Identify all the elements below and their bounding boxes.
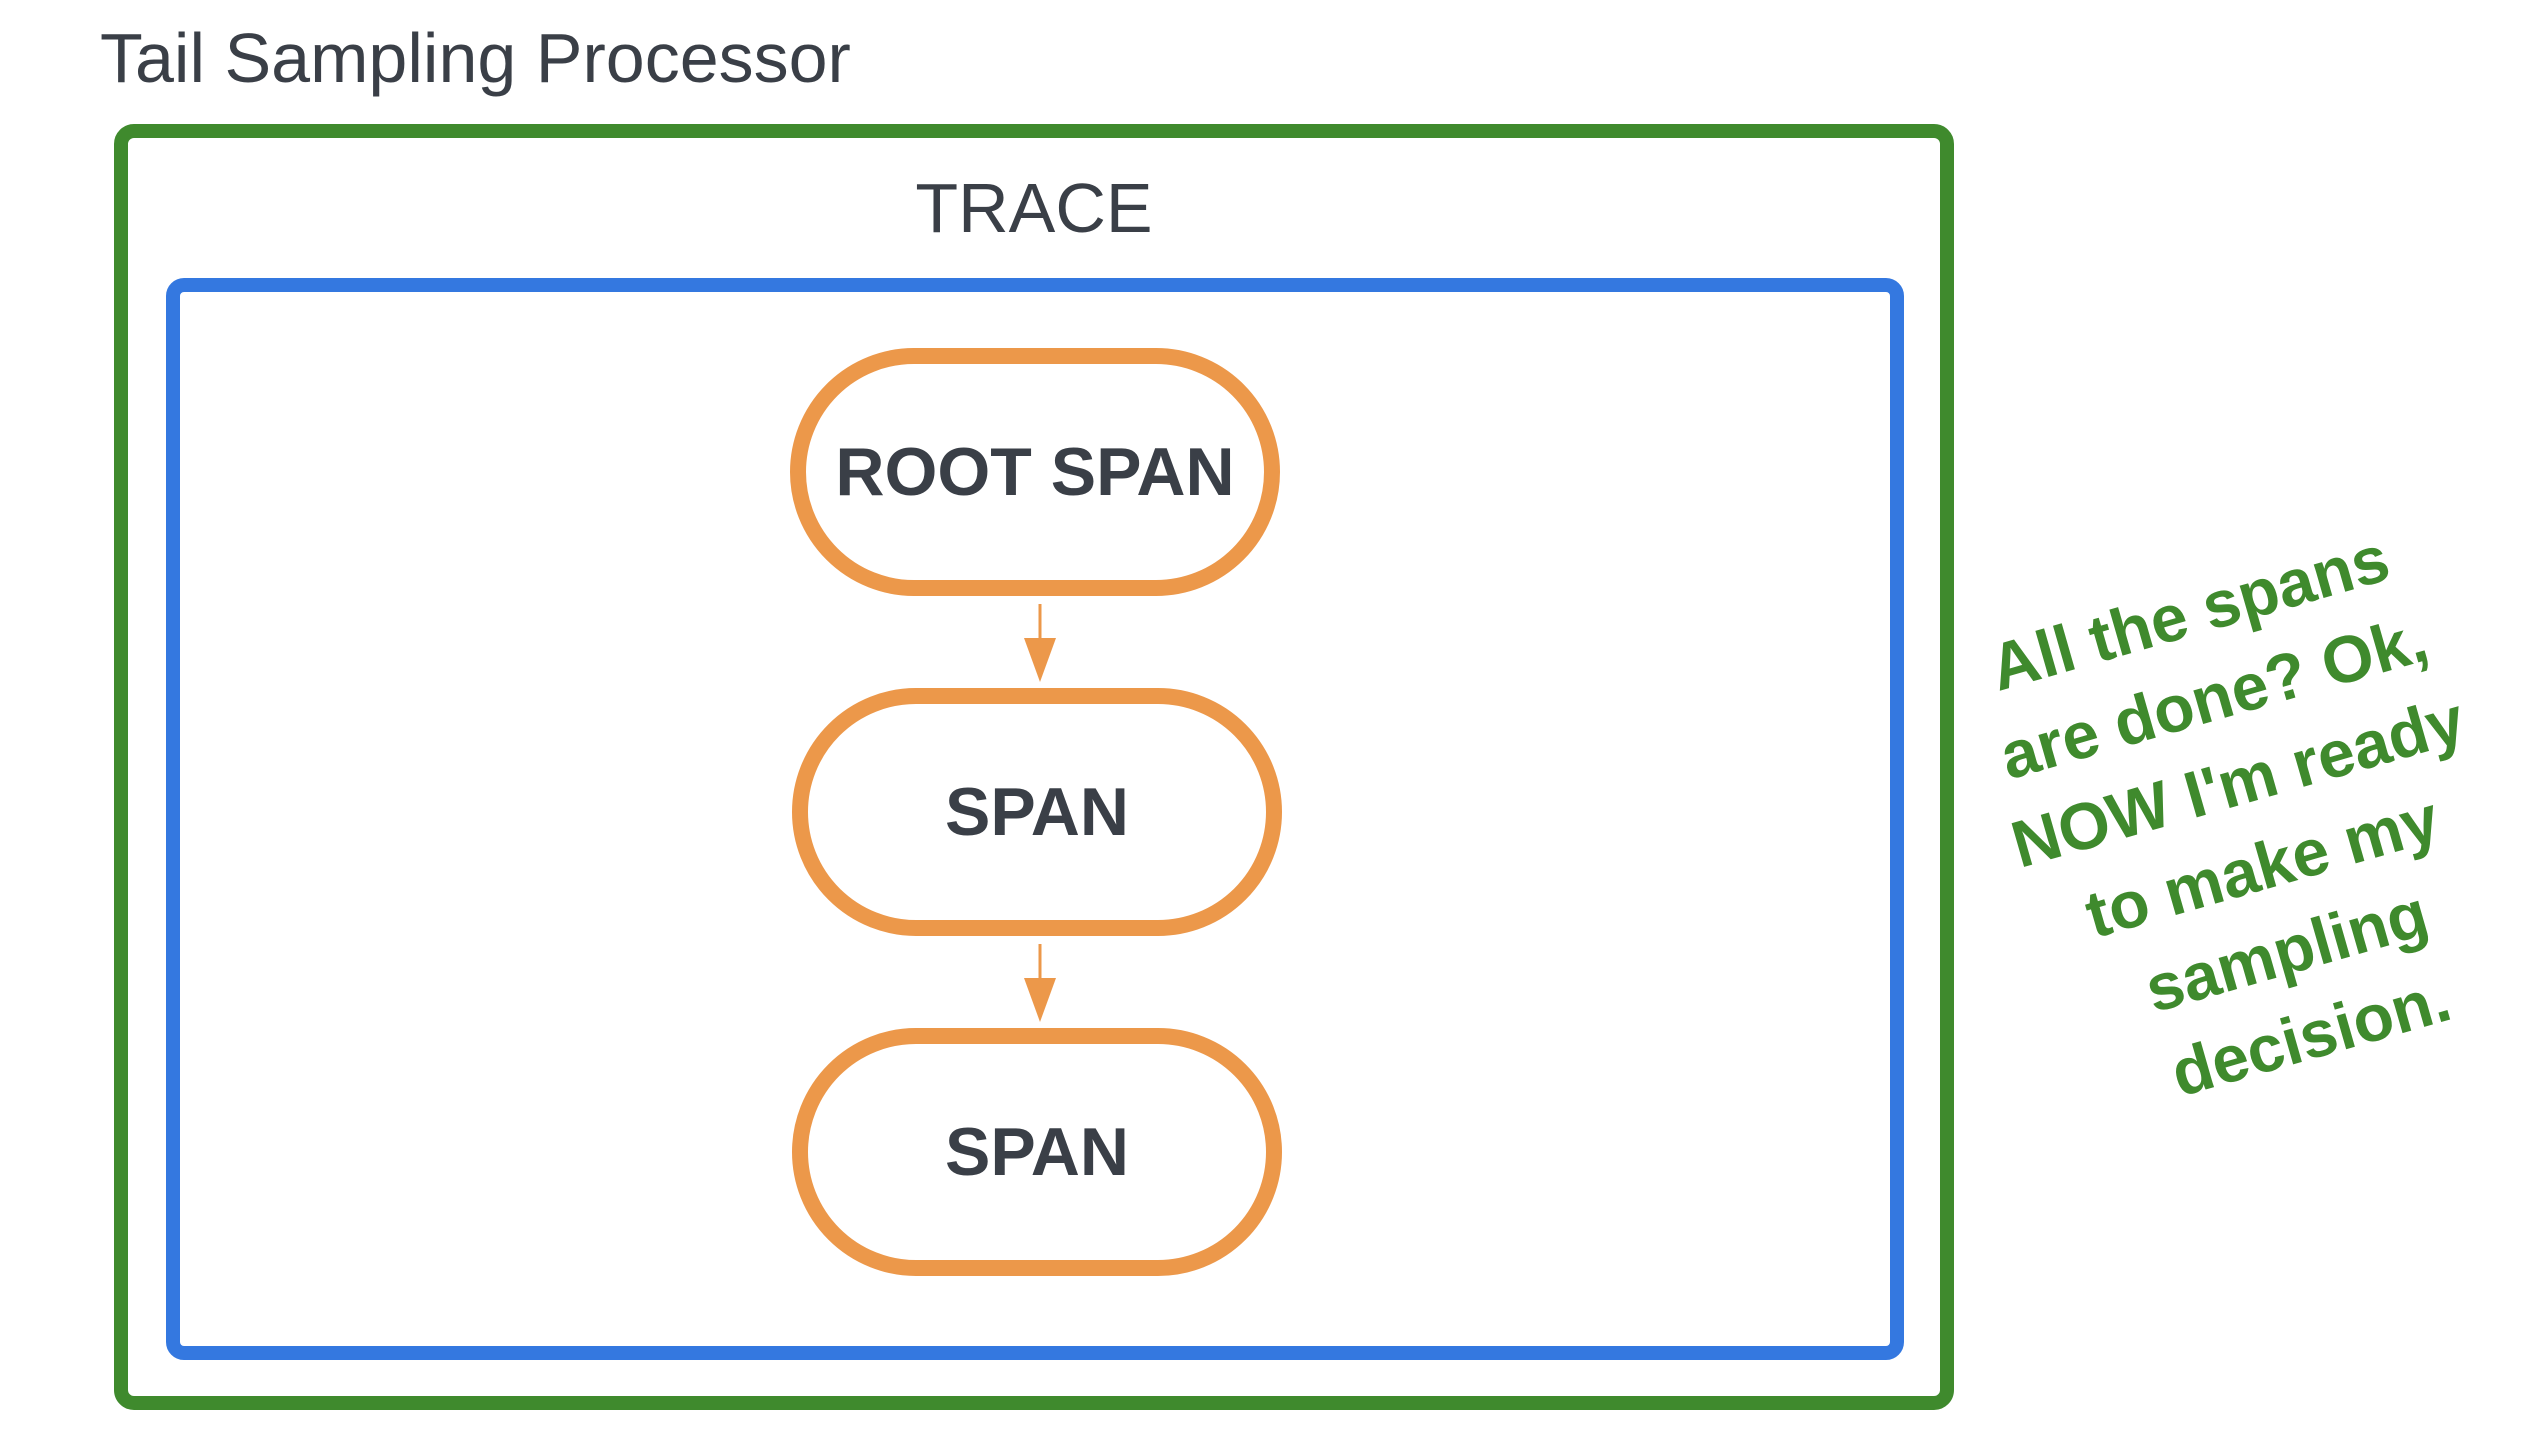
span-label: SPAN: [945, 1114, 1129, 1190]
span-node: SPAN: [792, 688, 1282, 936]
trace-box: [166, 278, 1904, 1360]
span-label: SPAN: [945, 774, 1129, 850]
root-span-label: ROOT SPAN: [835, 434, 1235, 510]
tail-sampling-processor-box: [114, 124, 1954, 1410]
sampling-decision-note: All the spans are done? Ok, NOW I'm read…: [1879, 485, 2542, 1163]
span-node: SPAN: [792, 1028, 1282, 1276]
processor-title: Tail Sampling Processor: [100, 19, 851, 97]
root-span-node: ROOT SPAN: [790, 348, 1280, 596]
trace-label: TRACE: [915, 169, 1153, 247]
